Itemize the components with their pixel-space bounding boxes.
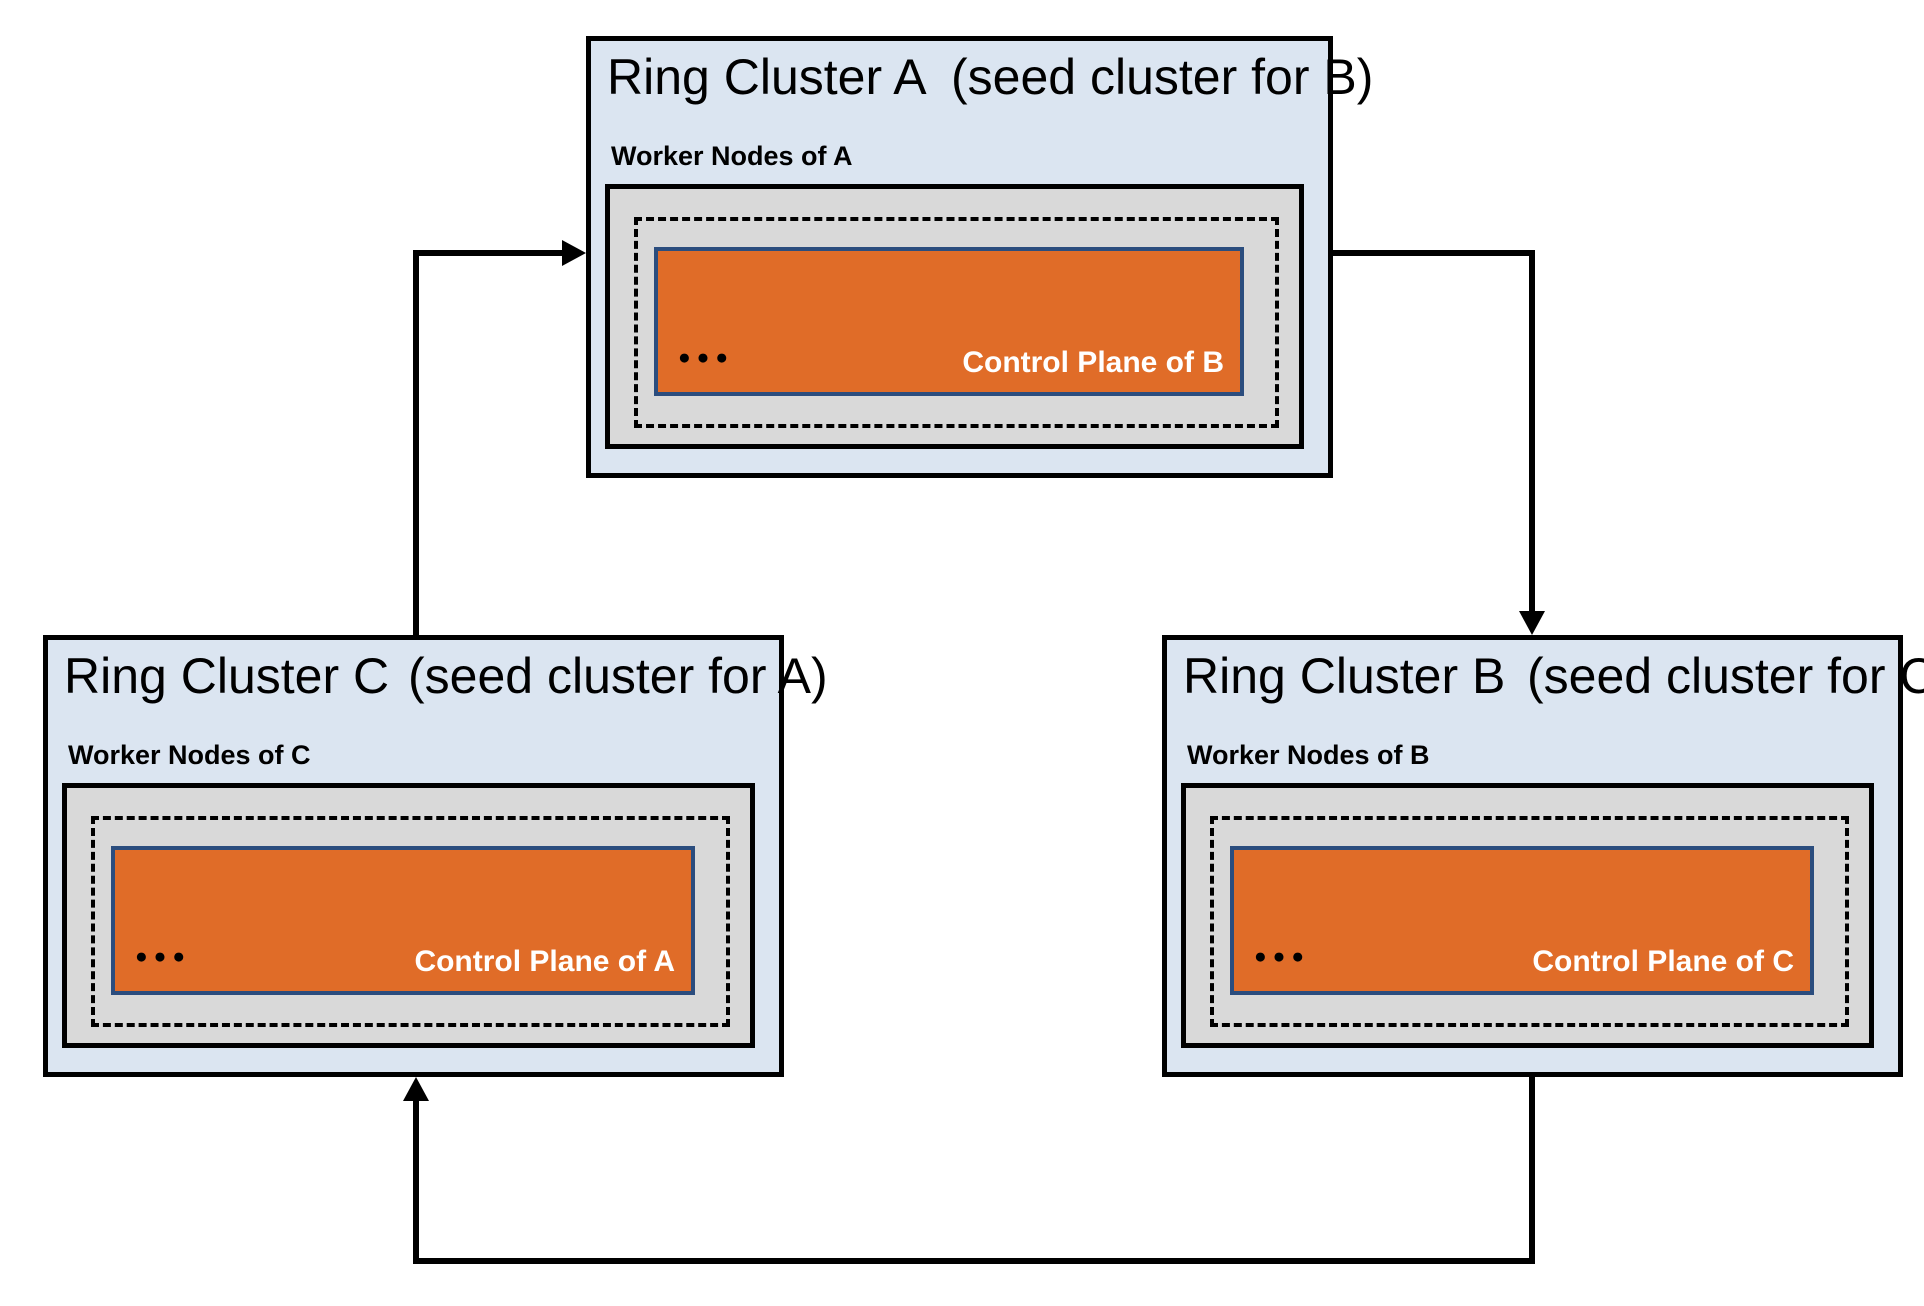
arrowhead-icon bbox=[562, 240, 586, 266]
cluster-subtitle: (seed cluster for C) bbox=[1527, 648, 1924, 704]
nodes-dashed-boundary: ●●● Control Plane of B bbox=[634, 217, 1279, 428]
ring-cluster-b: Ring Cluster B (seed cluster for C) Work… bbox=[1162, 635, 1924, 1077]
control-plane-label: Control Plane of B bbox=[962, 346, 1224, 379]
nodes-dashed-boundary: ●●● Control Plane of C bbox=[1210, 816, 1849, 1027]
worker-nodes-label: Worker Nodes of C bbox=[68, 740, 311, 770]
cluster-title: Ring Cluster A bbox=[607, 49, 927, 105]
control-plane-box: ●●● Control Plane of C bbox=[1230, 846, 1814, 995]
cluster-title: Ring Cluster B bbox=[1183, 648, 1506, 704]
nodes-dashed-boundary: ●●● Control Plane of A bbox=[91, 816, 730, 1027]
control-plane-box: ●●● Control Plane of B bbox=[654, 247, 1244, 396]
cluster-title: Ring Cluster C bbox=[64, 648, 390, 704]
control-plane-label: Control Plane of A bbox=[414, 945, 675, 978]
arrow-line bbox=[413, 1258, 1535, 1264]
worker-nodes-label: Worker Nodes of B bbox=[1187, 740, 1430, 770]
ellipsis-icon: ●●● bbox=[678, 346, 735, 369]
cluster-subtitle: (seed cluster for A) bbox=[408, 648, 828, 704]
worker-nodes-box: ●●● Control Plane of B bbox=[605, 184, 1304, 449]
arrow-line bbox=[413, 250, 419, 635]
arrow-line bbox=[413, 1101, 419, 1264]
ellipsis-icon: ●●● bbox=[135, 945, 192, 968]
control-plane-box: ●●● Control Plane of A bbox=[111, 846, 695, 995]
arrow-line bbox=[413, 250, 563, 256]
worker-nodes-box: ●●● Control Plane of A bbox=[62, 783, 755, 1048]
cluster-subtitle: (seed cluster for B) bbox=[951, 49, 1374, 105]
worker-nodes-label: Worker Nodes of A bbox=[611, 141, 853, 171]
control-plane-label: Control Plane of C bbox=[1532, 945, 1794, 978]
ring-cluster-a: Ring Cluster A (seed cluster for B) Work… bbox=[586, 36, 1373, 478]
arrowhead-icon bbox=[403, 1077, 429, 1101]
worker-nodes-box: ●●● Control Plane of C bbox=[1181, 783, 1874, 1048]
arrow-line bbox=[1529, 250, 1535, 611]
arrow-line bbox=[1333, 250, 1535, 256]
arrow-line bbox=[1529, 1077, 1535, 1264]
ring-cluster-c: Ring Cluster C (seed cluster for A) Work… bbox=[43, 635, 828, 1077]
ellipsis-icon: ●●● bbox=[1254, 945, 1311, 968]
arrowhead-icon bbox=[1519, 611, 1545, 635]
